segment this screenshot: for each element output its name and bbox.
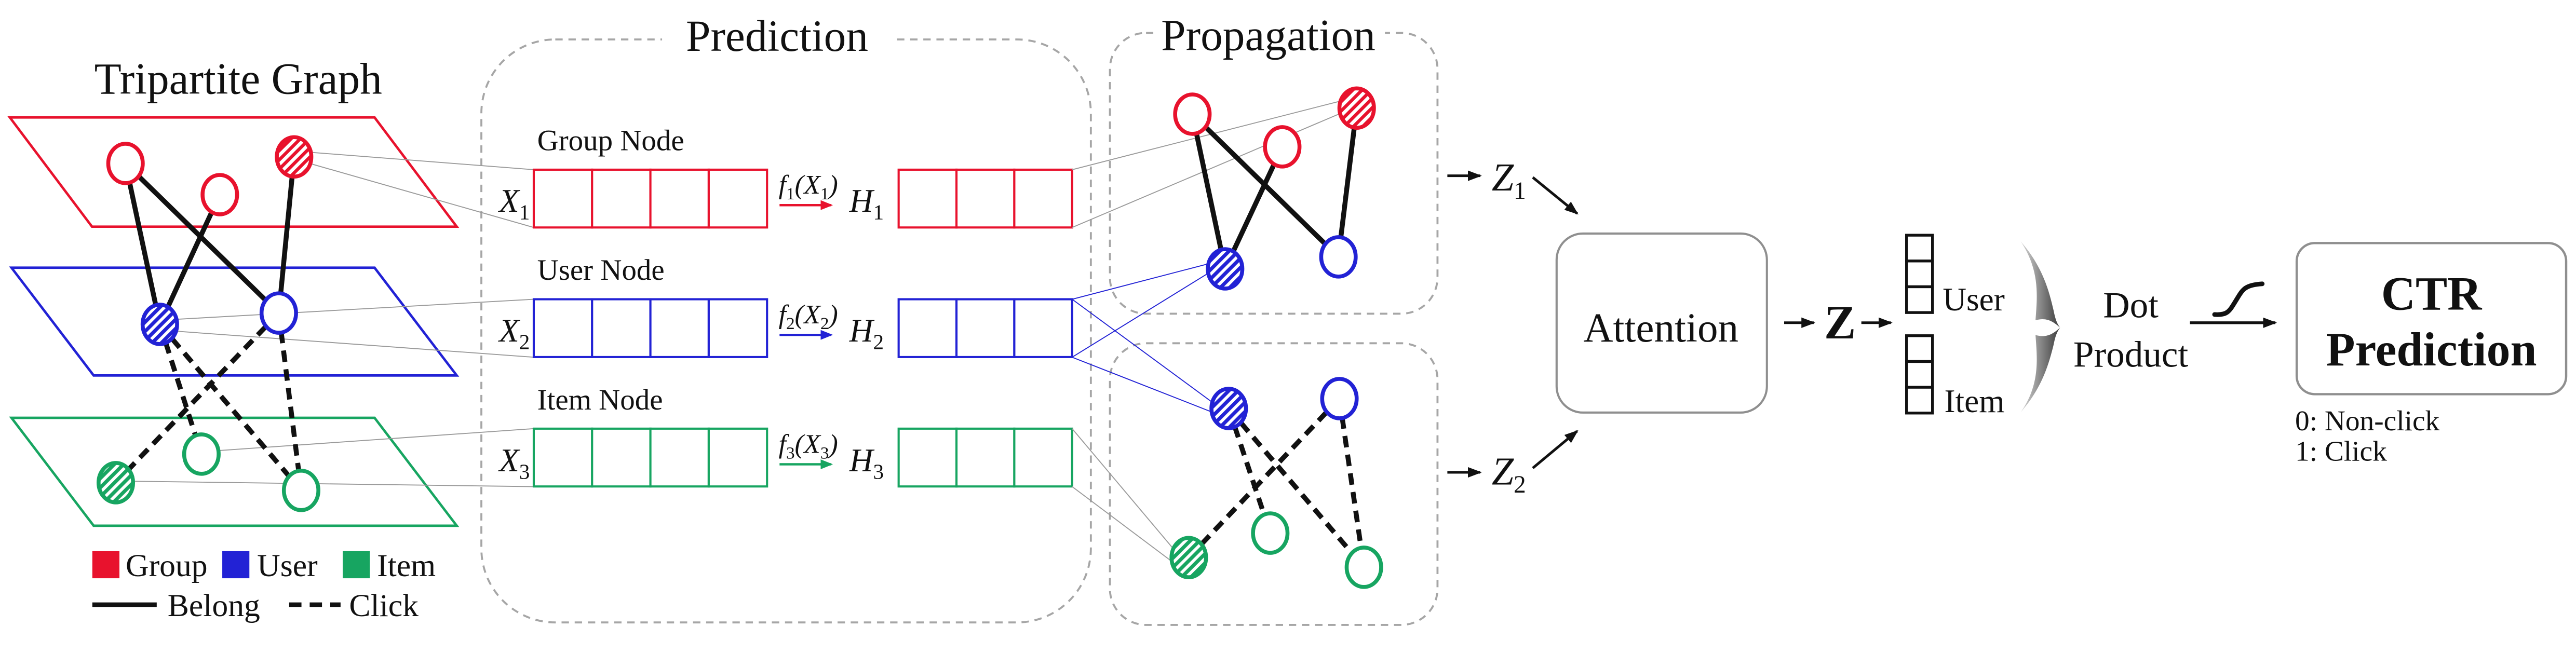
propagation-upper-box xyxy=(1109,32,1439,315)
f2-label: f2(X2) xyxy=(778,299,838,333)
f3-label: f3(X3) xyxy=(778,429,838,462)
sigmoid-icon xyxy=(2212,281,2265,317)
item-node-row-label: Item Node xyxy=(537,384,663,416)
legend-item-label: Item xyxy=(377,548,436,583)
tripartite-legend: Group User Item Belong Click xyxy=(92,548,436,623)
propagation-title-gap xyxy=(1153,13,1385,58)
prop-user-node-2-lower xyxy=(1320,377,1359,420)
item-vector xyxy=(1905,334,1934,415)
ctr-label-line1: CTR xyxy=(2381,267,2483,320)
prop-group-node-target xyxy=(1337,86,1376,130)
f1-label: f1(X1) xyxy=(778,170,838,203)
z-label: Z xyxy=(1824,296,1856,349)
group-node-1 xyxy=(106,142,145,185)
fusion-section: Attention Z User Item Dot Product xyxy=(1555,232,2277,419)
h2-vector xyxy=(897,298,1073,358)
z1-to-attention-arrow xyxy=(1532,176,1579,215)
user-node-target xyxy=(140,303,179,346)
item-vector-label: Item xyxy=(1944,383,2004,419)
prop-item-node-3 xyxy=(1344,546,1383,589)
prop-group-node-1 xyxy=(1173,92,1212,136)
prediction-title: Prediction xyxy=(686,12,868,61)
h2-label: H2 xyxy=(849,312,884,353)
user-node-2 xyxy=(259,291,298,335)
output-section: CTR Prediction 0: Non-click 1: Click xyxy=(2295,242,2568,467)
dot-product-label-line2: Product xyxy=(2073,335,2189,375)
group-node-target xyxy=(275,135,314,179)
propagation-title: Propagation xyxy=(1161,11,1375,60)
ctr-prediction-box xyxy=(2295,242,2568,396)
propagation-belong-edges xyxy=(1190,107,1359,270)
h3-vector xyxy=(897,427,1073,488)
legend-belong-label: Belong xyxy=(168,588,260,623)
tripartite-title: Tripartite Graph xyxy=(95,55,382,103)
item-node-2 xyxy=(182,432,221,476)
group-layer xyxy=(7,116,460,228)
item-node-3 xyxy=(281,469,320,512)
prediction-box: Prediction xyxy=(480,12,1092,624)
x2-vector xyxy=(532,298,768,358)
group-node-row-label: Group Node xyxy=(537,125,684,157)
prop-group-node-2 xyxy=(1263,125,1302,169)
prop-item-node-2 xyxy=(1251,511,1290,555)
non-click-note: 0: Non-click xyxy=(2295,405,2440,437)
ctr-label-line2: Prediction xyxy=(2326,323,2537,376)
prediction-section: Group Node X1 f1(X1) H1 User Node X2 f2(… xyxy=(497,125,1073,488)
user-vector-label: User xyxy=(1943,281,2004,318)
z2-to-attention-arrow xyxy=(1532,430,1579,469)
propagation-section: Z1 Z2 xyxy=(1169,86,1579,589)
legend-group-swatch xyxy=(92,551,120,579)
item-layer xyxy=(9,416,460,527)
user-node-row-label: User Node xyxy=(537,254,665,287)
z2-label: Z2 xyxy=(1492,449,1526,498)
tripartite-section: Tripartite Graph xyxy=(7,55,534,623)
propagation-click-edges xyxy=(1186,397,1367,569)
propagation-lower-box xyxy=(1109,342,1439,626)
prediction-row-group: Group Node X1 f1(X1) H1 xyxy=(497,125,1073,229)
legend-user-swatch xyxy=(222,551,250,579)
tripartite-nodes xyxy=(97,135,320,512)
x1-vector xyxy=(532,168,768,229)
h1-label: H1 xyxy=(849,183,884,224)
prediction-title-gap xyxy=(662,13,892,59)
x2-label: X2 xyxy=(497,312,530,353)
group-node-2 xyxy=(200,173,239,216)
x3-label: X3 xyxy=(497,442,530,483)
x3-vector xyxy=(532,427,768,488)
item-node-target xyxy=(97,461,136,505)
attention-label: Attention xyxy=(1583,306,1738,351)
legend-item-swatch xyxy=(342,551,370,579)
click-edges xyxy=(114,311,304,492)
user-vector xyxy=(1905,234,1934,314)
belong-edges xyxy=(123,156,297,325)
prediction-row-item: Item Node X3 f3(X3) H3 xyxy=(497,384,1073,488)
user-layer xyxy=(9,266,460,377)
legend-user-label: User xyxy=(257,548,317,583)
legend-click-label: Click xyxy=(349,588,419,623)
prop-user-node-2-upper xyxy=(1319,235,1358,279)
dot-product-label-line1: Dot xyxy=(2103,285,2159,326)
node-to-vector-connectors xyxy=(129,151,534,487)
merge-brace-icon xyxy=(2020,241,2060,413)
prediction-row-user: User Node X2 f2(X2) H2 xyxy=(497,254,1073,358)
legend-group-label: Group xyxy=(126,548,208,583)
z1-label: Z1 xyxy=(1492,156,1526,205)
prop-user-node-target-lower xyxy=(1209,387,1248,430)
propagation-nodes xyxy=(1169,86,1383,589)
attention-box xyxy=(1555,232,1768,414)
click-note: 1: Click xyxy=(2295,435,2387,467)
x1-label: X1 xyxy=(497,183,530,224)
prop-item-node-target xyxy=(1169,536,1208,579)
h1-vector xyxy=(897,168,1073,229)
h3-label: H3 xyxy=(849,442,884,483)
prop-user-node-target-upper xyxy=(1206,247,1245,291)
